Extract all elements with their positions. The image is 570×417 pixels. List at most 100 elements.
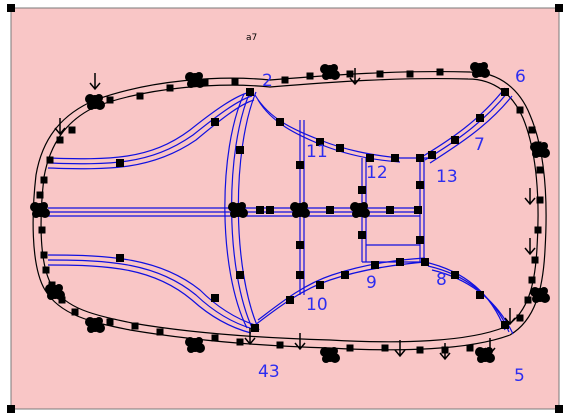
square-marker-icon [516,106,524,114]
square-marker-icon [236,338,244,346]
square-marker-icon [211,334,219,342]
down-arrow-marker-icon [484,338,496,356]
square-marker-icon [341,271,349,279]
square-marker-icon [316,138,324,146]
square-marker-icon [256,206,264,214]
square-marker-icon [201,78,209,86]
square-marker-icon [281,76,289,84]
square-marker-icon [296,271,304,279]
corner-handle-top-right[interactable] [555,4,563,12]
square-marker-icon [71,308,79,316]
square-marker-icon [536,196,544,204]
square-marker-icon [131,322,139,330]
square-marker-icon [466,344,474,352]
blob-marker-icon [320,347,340,363]
square-marker-icon [336,144,344,152]
square-marker-icon [316,281,324,289]
vertex-markers [30,62,550,363]
square-marker-icon [286,296,294,304]
down-arrow-marker-icon [244,328,256,346]
node-label-5: 5 [514,366,525,386]
square-marker-icon [276,341,284,349]
square-marker-icon [358,231,366,239]
down-arrow-marker-icon [294,333,306,351]
node-label-43: 43 [258,362,280,382]
square-marker-icon [58,296,66,304]
down-arrow-marker-icon [394,340,406,358]
corner-handle-bottom-left[interactable] [7,405,15,413]
corner-handle-top-left[interactable] [7,4,15,12]
square-marker-icon [236,271,244,279]
square-marker-icon [534,226,542,234]
node-label-6: 6 [515,67,526,87]
square-marker-icon [391,154,399,162]
down-arrow-marker-icon [524,238,536,256]
blob-marker-icon [530,287,550,303]
square-marker-icon [211,294,219,302]
square-marker-icon [396,258,404,266]
square-marker-icon [531,256,539,264]
square-marker-icon [106,96,114,104]
square-marker-icon [116,254,124,262]
down-arrow-marker-icon [89,73,101,91]
square-marker-icon [416,154,424,162]
square-marker-icon [428,151,436,159]
square-marker-icon [116,159,124,167]
square-marker-icon [346,70,354,78]
corner-handle-bottom-right[interactable] [555,405,563,413]
node-labels: 2 6 7 11 12 13 9 8 10 43 5 [258,67,526,386]
node-label-12: 12 [366,163,388,183]
square-marker-icon [40,176,48,184]
square-marker-icon [251,324,259,332]
node-label-8: 8 [436,270,447,290]
blob-marker-icon [320,64,340,80]
square-marker-icon [211,118,219,126]
junction-blob-icon [350,202,370,218]
blob-marker-icon [85,94,105,110]
square-marker-icon [416,346,424,354]
square-marker-icon [416,181,424,189]
square-marker-icon [451,271,459,279]
node-label-2: 2 [262,71,273,91]
square-marker-icon [406,70,414,78]
square-marker-icon [476,114,484,122]
square-marker-icon [42,266,50,274]
square-marker-icon [516,314,524,322]
square-marker-icon [68,126,76,134]
node-label-9: 9 [366,273,377,293]
square-marker-icon [36,191,44,199]
square-marker-icon [326,206,334,214]
square-marker-icon [266,206,274,214]
blob-marker-icon [475,347,495,363]
square-marker-icon [528,276,536,284]
square-marker-icon [358,186,366,194]
node-label-11: 11 [306,142,328,162]
node-label-13: 13 [436,167,458,187]
header-text: a7 [246,33,257,43]
junction-blob-icon [290,202,310,218]
square-marker-icon [421,258,429,266]
down-arrow-marker-icon [504,308,516,326]
square-marker-icon [414,206,422,214]
square-marker-icon [371,261,379,269]
square-marker-icon [528,126,536,134]
down-arrow-marker-icon [524,188,536,206]
blob-marker-icon [185,72,205,88]
square-marker-icon [276,118,284,126]
square-marker-icon [346,344,354,352]
square-marker-icon [246,88,254,96]
junction-blob-icon [228,202,248,218]
square-marker-icon [166,84,174,92]
blob-marker-icon [85,317,105,333]
square-marker-icon [476,291,484,299]
blob-marker-icon [45,284,65,300]
node-label-10: 10 [306,295,328,315]
square-marker-icon [536,166,544,174]
square-marker-icon [451,136,459,144]
square-marker-icon [376,70,384,78]
square-marker-icon [436,68,444,76]
square-marker-icon [106,318,114,326]
square-marker-icon [296,161,304,169]
